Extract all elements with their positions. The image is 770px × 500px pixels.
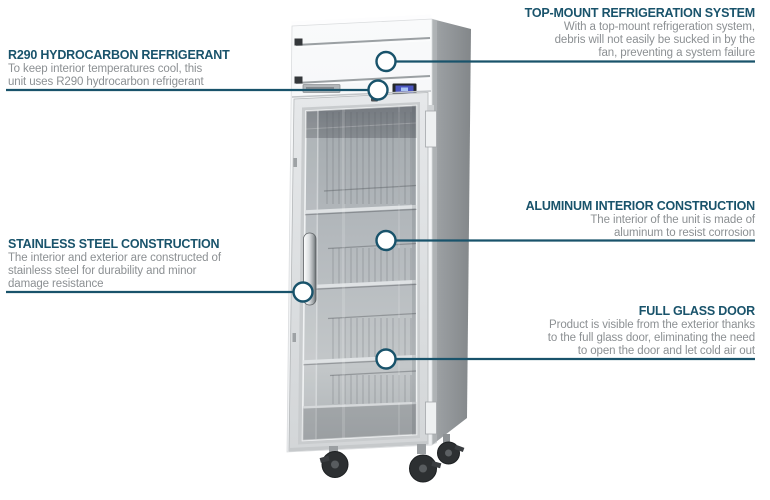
callout-body: Product is visible from the exterior tha… (547, 319, 755, 357)
door-hinges (425, 105, 437, 435)
callout-title: TOP-MOUNT REFRIGERATION SYSTEM (524, 6, 756, 20)
callout-top-mount-refrigeration: TOP-MOUNT REFRIGERATION SYSTEM With a to… (495, 6, 756, 60)
wire-shelves (302, 204, 417, 366)
louver-end-cap (294, 76, 303, 84)
glass-door (288, 92, 429, 452)
callout-full-glass-door: FULL GLASS DOOR Product is visible from … (485, 304, 755, 358)
wire-racks (323, 112, 417, 404)
callout-r290-refrigerant: R290 HYDROCARBON REFRIGERANT To keep int… (8, 48, 308, 89)
callout-aluminum-interior: ALUMINUM INTERIOR CONSTRUCTION The inter… (495, 199, 756, 240)
brand-plate (302, 84, 341, 93)
callout-body: To keep interior temperatures cool, this… (8, 63, 204, 88)
callout-stainless-steel: STAINLESS STEEL CONSTRUCTION The interio… (8, 237, 308, 291)
callout-title: FULL GLASS DOOR (638, 304, 755, 318)
callout-lines (6, 60, 755, 361)
callout-marker-aluminum (375, 229, 397, 252)
callout-title: ALUMINUM INTERIOR CONSTRUCTION (525, 199, 756, 213)
callout-markers (292, 50, 397, 370)
callout-marker-full-glass (375, 348, 397, 370)
callout-marker-top-mount (375, 50, 397, 73)
casters (289, 434, 465, 483)
callout-marker-stainless (292, 281, 314, 303)
louver-end-cap (294, 38, 303, 46)
interior-through-glass (302, 105, 417, 441)
callout-title: STAINLESS STEEL CONSTRUCTION (8, 237, 220, 251)
callout-title: R290 HYDROCARBON REFRIGERANT (8, 48, 230, 62)
callout-marker-r290 (367, 79, 389, 101)
callout-body: The interior and exterior are constructe… (8, 252, 221, 290)
callout-body: With a top-mount refrigeration system, d… (554, 21, 755, 59)
interior-floor (302, 401, 417, 409)
callout-body: The interior of the unit is made of alum… (590, 214, 755, 239)
